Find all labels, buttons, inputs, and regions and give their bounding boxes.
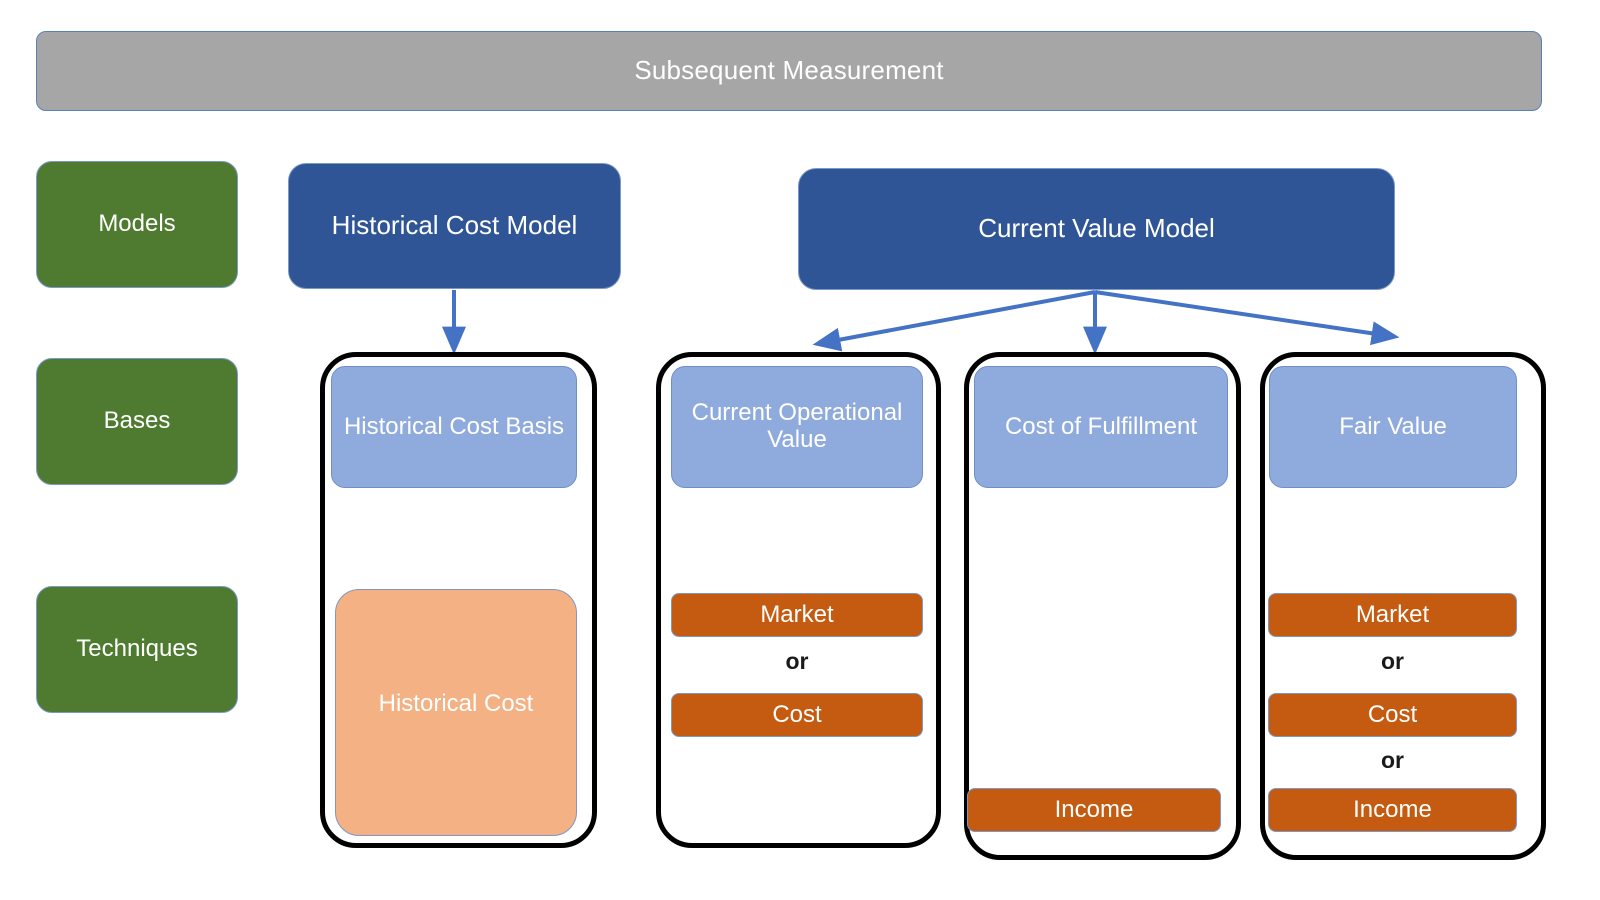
technique-box-fair-value-market: Market [1268,593,1517,637]
row-label-models: Models [36,161,238,288]
basis-box-fair-value: Fair Value [1269,366,1517,488]
technique-box-current-operational-value-market: Market [671,593,923,637]
connector-or-fair-value-top: or [1381,648,1404,674]
connector-or-fair-value-bottom: or [1381,747,1404,773]
basis-box-current-operational-value: Current Operational Value [671,366,923,488]
basis-box-historical-cost-basis: Historical Cost Basis [331,366,577,488]
technique-box-current-operational-value-cost: Cost [671,693,923,737]
technique-box-fair-value-income: Income [1268,788,1517,832]
technique-box-historical-cost: Historical Cost [335,589,577,836]
technique-box-fair-value-cost: Cost [1268,693,1517,737]
connector-or-current-operational-value: or [785,648,809,674]
arrow-current-to-fair-value [1094,290,1400,346]
page-title: Subsequent Measurement [36,31,1542,111]
row-label-bases: Bases [36,358,238,485]
technique-box-cost-of-fulfillment-income: Income [967,788,1221,832]
model-box-current-value-model: Current Value Model [798,168,1395,290]
arrow-current-to-operational-value [812,290,1096,352]
basis-box-cost-of-fulfillment: Cost of Fulfillment [974,366,1228,488]
row-label-techniques: Techniques [36,586,238,713]
model-box-historical-cost-model: Historical Cost Model [288,163,621,289]
